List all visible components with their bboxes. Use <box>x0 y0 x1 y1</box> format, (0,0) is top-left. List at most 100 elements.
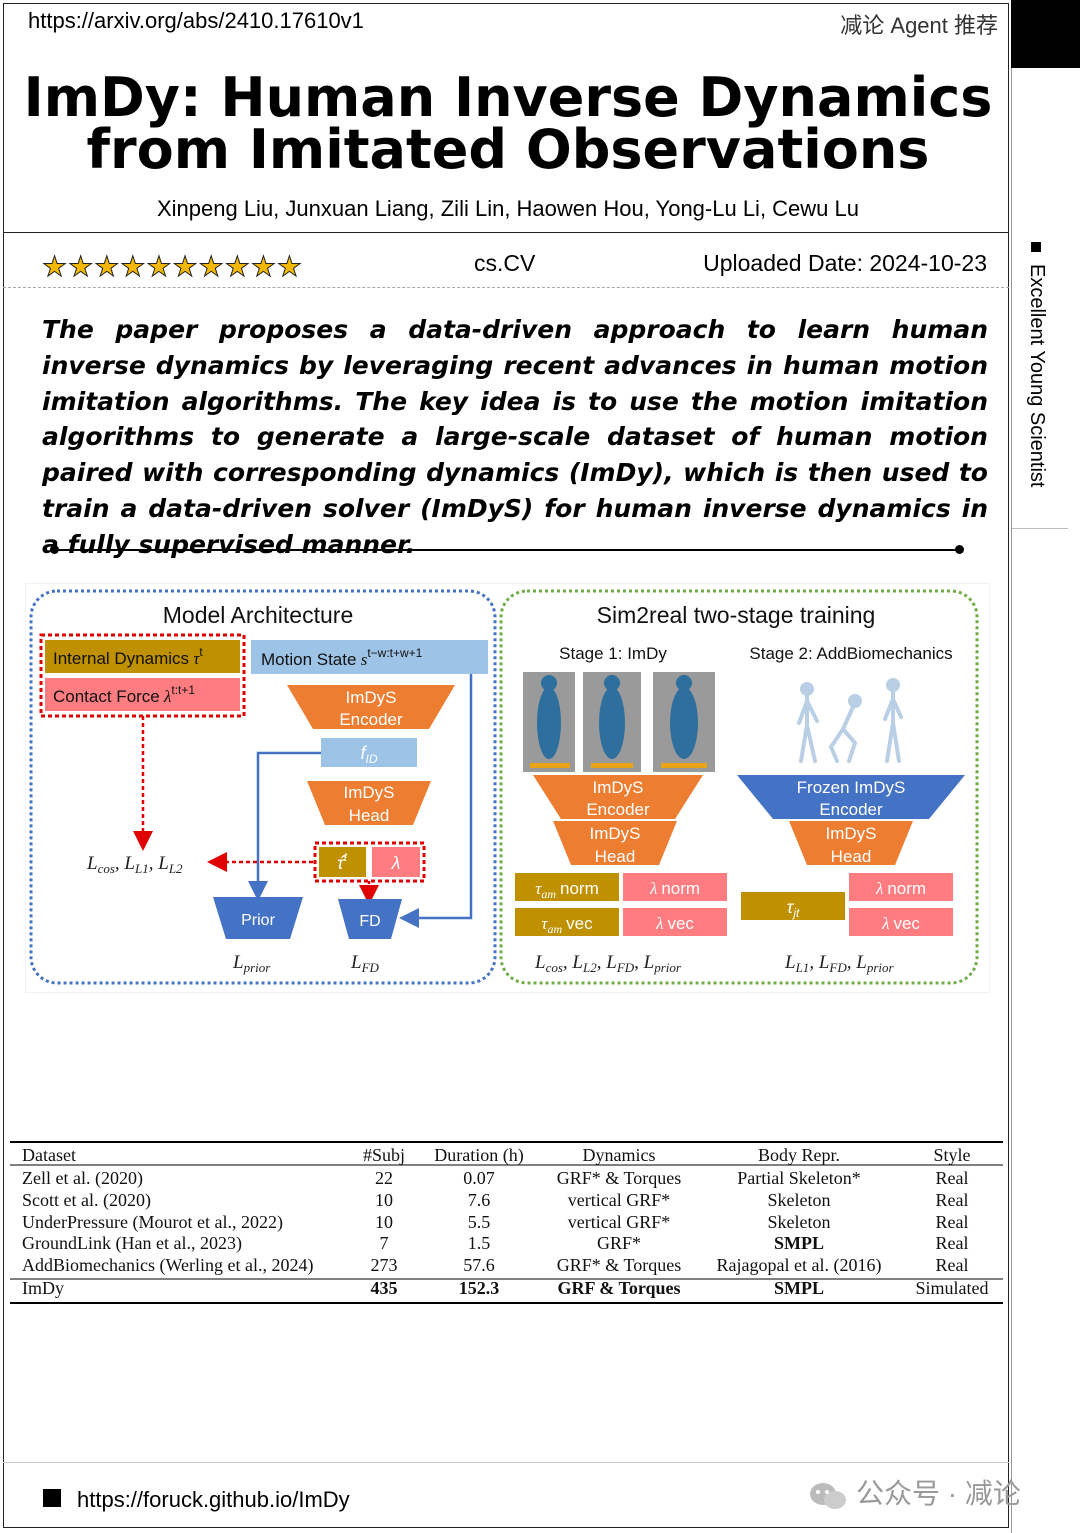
svg-text:ImDyS: ImDyS <box>590 824 641 843</box>
recommendation-label: 减论 Agent 推荐 <box>840 13 998 38</box>
svg-text:Stage 2: AddBiomechanics: Stage 2: AddBiomechanics <box>749 644 952 663</box>
project-link[interactable]: https://foruck.github.io/ImDy <box>77 1487 350 1512</box>
table-cell: ImDy <box>22 1278 64 1298</box>
svg-text:Head: Head <box>349 806 390 825</box>
svg-text:λ: λ <box>391 853 401 873</box>
table-header-cell: Dynamics <box>583 1145 656 1165</box>
corner-block <box>1011 0 1080 68</box>
table-cell: Real <box>936 1168 969 1188</box>
project-bullet <box>43 1489 61 1507</box>
svg-text:Encoder: Encoder <box>586 800 650 819</box>
arxiv-link[interactable]: https://arxiv.org/abs/2410.17610v1 <box>28 8 364 33</box>
divider-top <box>3 232 1009 233</box>
paper-authors: Xinpeng Liu, Junxuan Liang, Zili Lin, Ha… <box>156 196 860 221</box>
svg-text:ImDyS: ImDyS <box>826 824 877 843</box>
side-tag: Excellent Young Scientist <box>1026 242 1056 488</box>
right-panel-title: Sim2real two-stage training <box>597 602 876 628</box>
table-cell: 7.6 <box>468 1190 491 1210</box>
svg-text:Prior: Prior <box>241 912 275 929</box>
side-tag-square <box>1031 242 1041 252</box>
side-divider <box>1011 68 1012 1533</box>
rating-stars: ★★★★★★★★★★ <box>41 251 304 283</box>
table-cell: Partial Skeleton* <box>737 1168 860 1188</box>
table-cell: 57.6 <box>463 1255 495 1275</box>
table-cell: 1.5 <box>468 1233 491 1253</box>
divider-dot-right <box>955 545 964 554</box>
table-cell: Simulated <box>916 1278 989 1298</box>
table-cell: 10 <box>375 1212 393 1232</box>
svg-text:Contact Force λt:t+1: Contact Force λt:t+1 <box>53 683 195 706</box>
svg-text:Head: Head <box>595 847 636 866</box>
footer-divider <box>3 1462 1009 1463</box>
table-header-cell: Dataset <box>22 1145 76 1165</box>
left-panel-title: Model Architecture <box>163 602 353 628</box>
table-cell: GRF* & Torques <box>557 1168 681 1188</box>
svg-text:Frozen ImDyS: Frozen ImDyS <box>797 778 906 797</box>
table-cell: GroundLink (Han et al., 2023) <box>22 1233 242 1254</box>
table-cell: Real <box>936 1233 969 1253</box>
svg-text:FD: FD <box>359 913 380 930</box>
table-header-cell: Style <box>933 1145 970 1165</box>
table-cell: 0.07 <box>463 1168 495 1188</box>
table-cell: 152.3 <box>459 1278 500 1298</box>
table-cell: Skeleton <box>768 1190 831 1210</box>
internal-dynamics-label: Internal Dynamics <box>53 649 189 668</box>
wechat-icon <box>810 1482 846 1509</box>
table-cell: Rajagopal et al. (2016) <box>717 1255 882 1276</box>
side-tag-text: Excellent Young Scientist <box>1026 264 1048 488</box>
table-cell: vertical GRF* <box>568 1190 670 1210</box>
table-cell: Real <box>936 1212 969 1232</box>
watermark: 公众号 · 减论 <box>808 1472 1021 1512</box>
svg-text:ImDyS: ImDyS <box>593 778 644 797</box>
motion-state-label: Motion State <box>261 650 356 669</box>
table-cell: 273 <box>371 1255 398 1275</box>
svg-text:Internal Dynamics τt: Internal Dynamics τt <box>53 645 203 668</box>
table-cell: SMPL <box>774 1278 824 1298</box>
table-cell: vertical GRF* <box>568 1212 670 1232</box>
table-cell: Zell et al. (2020) <box>22 1168 143 1189</box>
table-cell: Scott et al. (2020) <box>22 1190 151 1211</box>
table-cell: 22 <box>375 1168 393 1188</box>
category-label: cs.CV <box>474 250 536 276</box>
svg-text:Stage 1: ImDy: Stage 1: ImDy <box>559 644 667 663</box>
table-cell: AddBiomechanics (Werling et al., 2024) <box>22 1255 313 1276</box>
svg-text:Encoder: Encoder <box>339 710 403 729</box>
side-tag-underline <box>1012 528 1068 529</box>
table-cell: Skeleton <box>768 1212 831 1232</box>
table-cell: Real <box>936 1255 969 1275</box>
simulation-images <box>523 672 715 772</box>
table-cell: GRF* <box>597 1233 641 1253</box>
paper-title: ImDy: Human Inverse Dynamics from Imitat… <box>23 66 993 181</box>
table-cell: Real <box>936 1190 969 1210</box>
table-cell: UnderPressure (Mourot et al., 2022) <box>22 1212 283 1233</box>
svg-text:Head: Head <box>831 847 872 866</box>
section-divider <box>54 549 960 551</box>
table-cell: 5.5 <box>468 1212 491 1232</box>
svg-text:Encoder: Encoder <box>819 800 883 819</box>
upload-date: Uploaded Date: 2024-10-23 <box>703 250 987 276</box>
left-panel-border <box>29 589 497 985</box>
svg-text:τ̂t: τ̂t <box>337 850 348 873</box>
table-cell: 7 <box>380 1233 389 1253</box>
svg-text:Lcos, LL2, LFD, Lprior: Lcos, LL2, LFD, Lprior <box>534 952 682 975</box>
table-header-cell: #Subj <box>363 1145 405 1165</box>
contact-force-label: Contact Force <box>53 687 160 706</box>
table-cell: 10 <box>375 1190 393 1210</box>
table-cell: GRF & Torques <box>557 1278 680 1298</box>
svg-text:ImDyS: ImDyS <box>346 688 397 707</box>
table-cell: 435 <box>371 1278 398 1298</box>
svg-text:ImDyS: ImDyS <box>344 783 395 802</box>
right-panel-border <box>499 589 979 985</box>
table-cell: GRF* & Torques <box>557 1255 681 1275</box>
svg-text:Motion State st−w:t+w+1: Motion State st−w:t+w+1 <box>261 646 423 669</box>
paper-abstract: The paper proposes a data-driven approac… <box>42 315 988 559</box>
skeleton-images <box>797 678 903 763</box>
architecture-figure: Model Architecture Internal Dynamics τt … <box>25 583 990 993</box>
table-cell: SMPL <box>774 1233 824 1253</box>
